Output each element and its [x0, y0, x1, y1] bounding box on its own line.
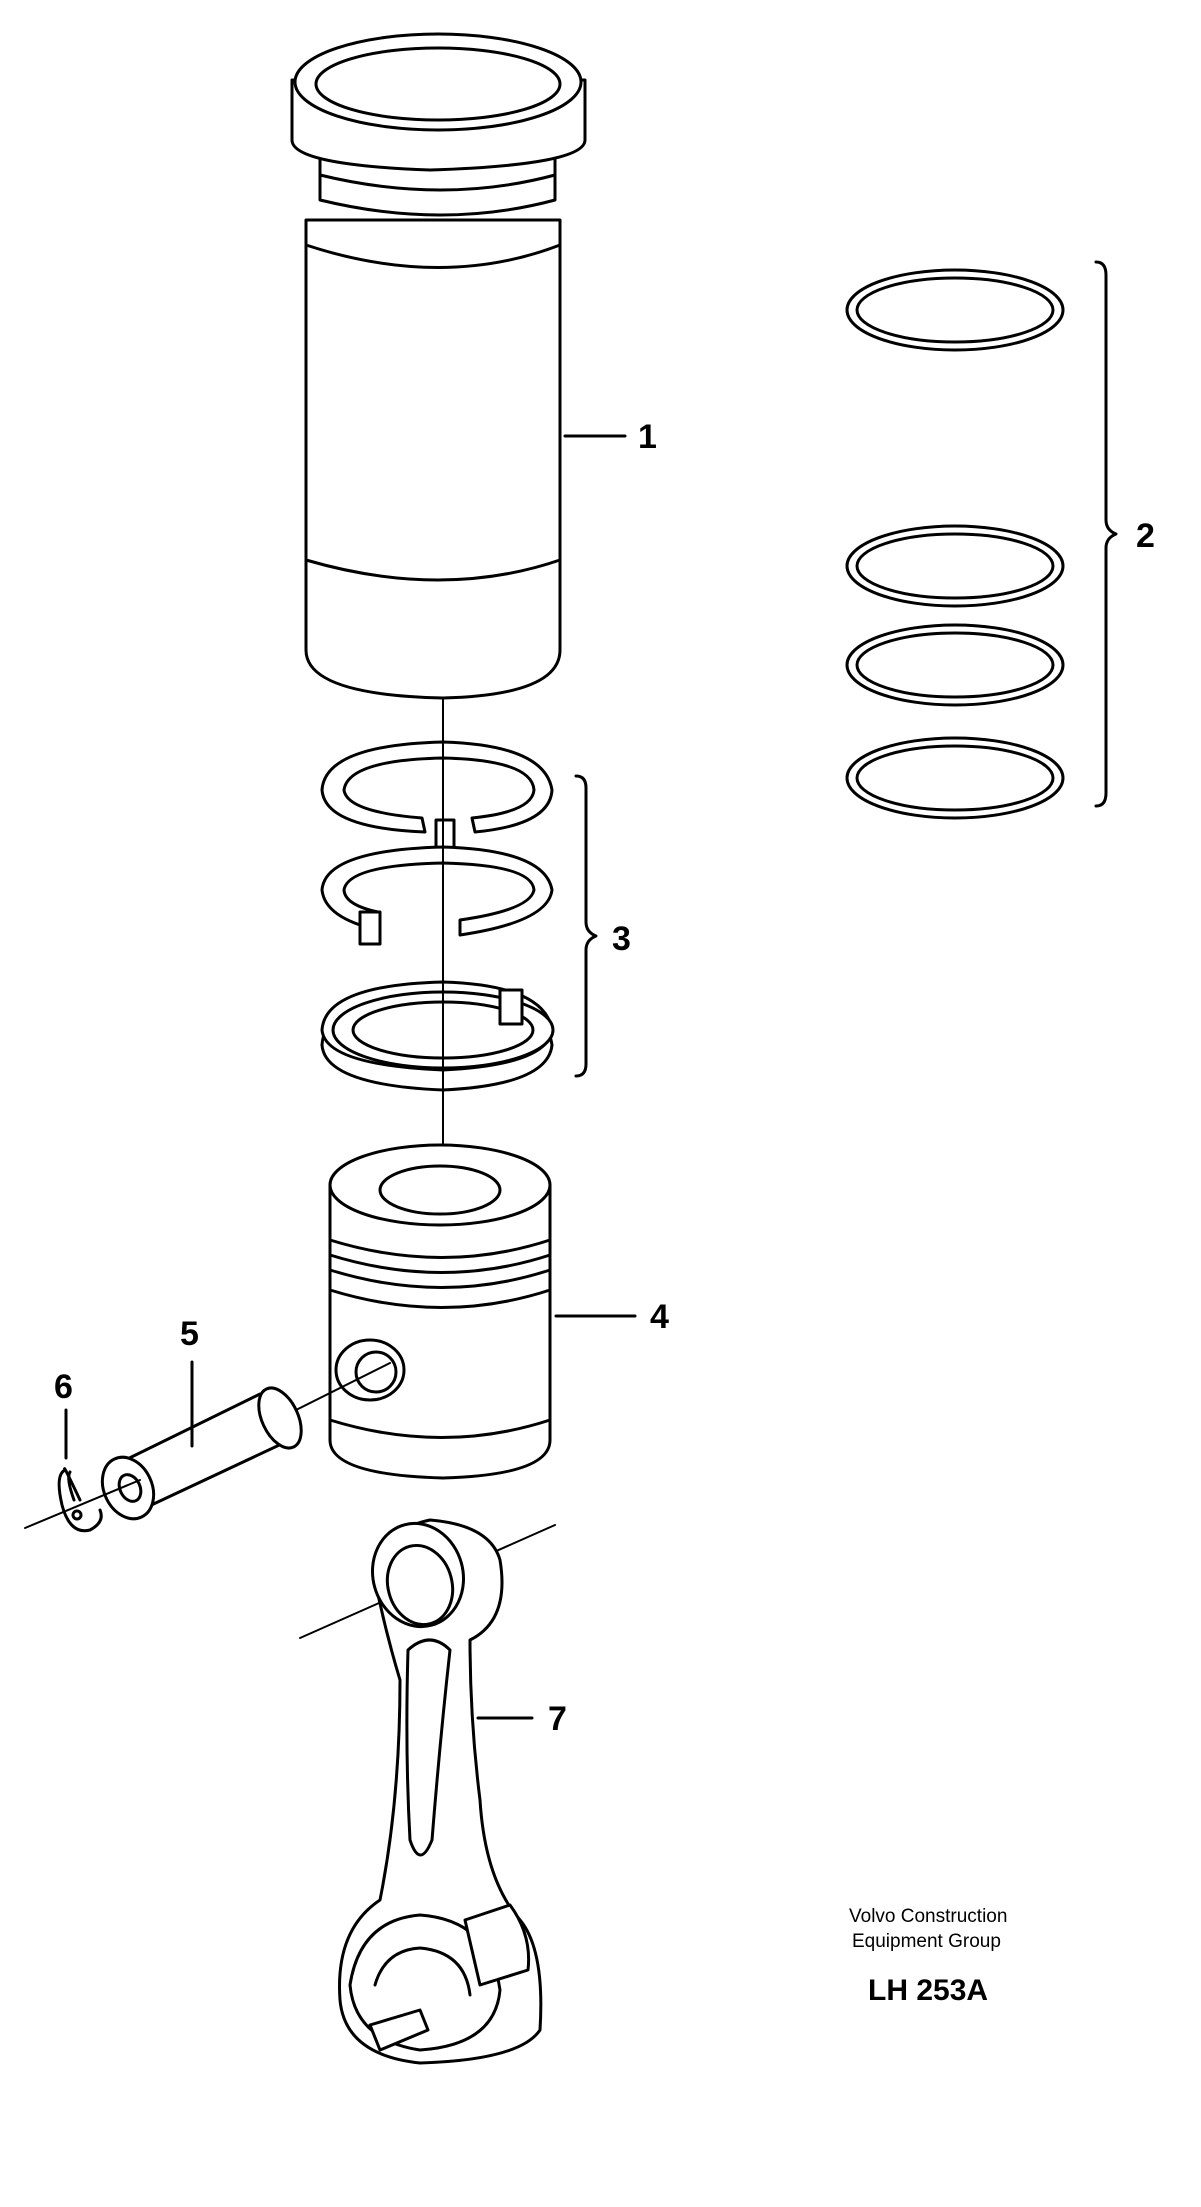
company-line-1: Volvo Construction — [849, 1906, 1007, 1927]
drawing-code: LH 253A — [868, 1974, 988, 2007]
callout-5: 5 — [180, 1315, 199, 1353]
circlip — [24, 1467, 141, 1533]
piston — [328, 1143, 552, 1480]
connecting-rod — [299, 1518, 556, 2065]
brace-2 — [1094, 260, 1118, 808]
callout-6: 6 — [54, 1368, 73, 1406]
callout-4: 4 — [650, 1298, 669, 1336]
seal-rings — [845, 268, 1065, 820]
callout-3: 3 — [612, 920, 631, 958]
callout-1: 1 — [638, 418, 657, 456]
callout-2: 2 — [1136, 517, 1155, 555]
company-line-2: Equipment Group — [852, 1931, 1001, 1952]
piston-pin — [100, 1362, 391, 1521]
callout-7: 7 — [548, 1700, 567, 1738]
brace-3 — [574, 774, 598, 1078]
cylinder-liner — [290, 32, 587, 700]
piston-rings — [320, 699, 555, 1211]
